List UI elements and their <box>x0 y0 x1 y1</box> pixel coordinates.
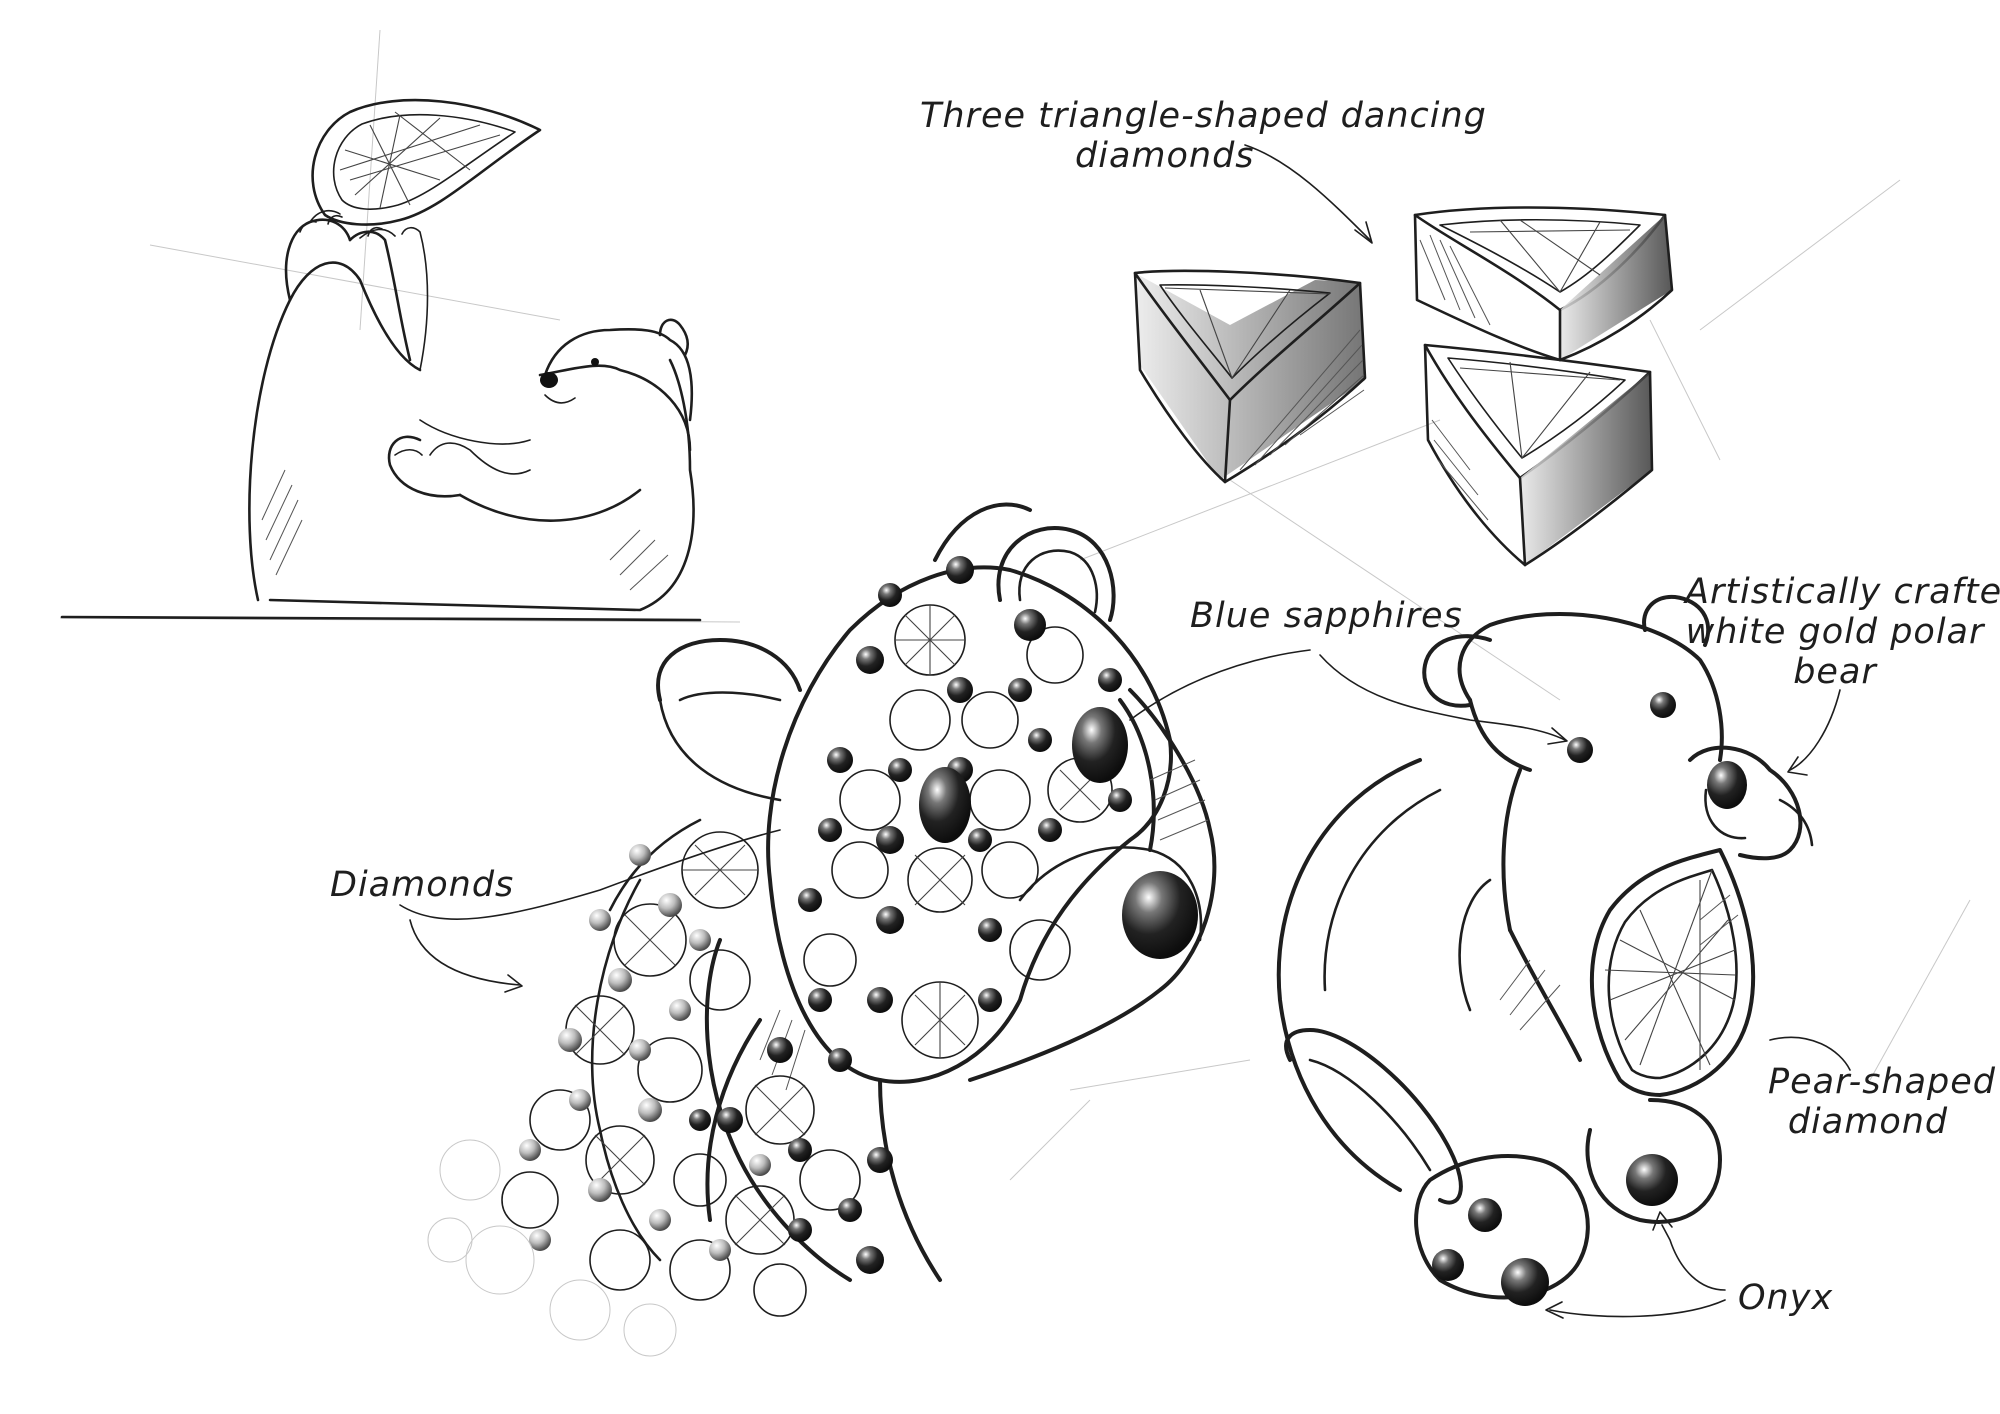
annotation-leaders <box>399 144 1851 1319</box>
pearl-beads <box>519 844 771 1261</box>
onyx-stone <box>1501 1258 1549 1306</box>
label-pear-diamond-line-2: diamond <box>1787 1102 1949 1142</box>
label-onyx: Onyx <box>1738 1278 1834 1318</box>
bear-nose <box>1707 761 1747 809</box>
label-blue-sapphires: Blue sapphires <box>1190 596 1463 636</box>
label-pear-diamond: Pear-shaped diamond <box>1768 1062 1997 1142</box>
large-sapphire <box>919 767 971 843</box>
label-triangle-diamonds-line-2: diamonds <box>1075 136 1255 176</box>
onyx-stone <box>1432 1249 1464 1281</box>
pave-bear-ring-sketch <box>427 502 1217 1357</box>
label-diamonds: Diamonds <box>330 865 515 905</box>
label-polar-bear-line-3: bear <box>1793 652 1877 692</box>
construction-lines <box>59 29 1971 1181</box>
label-polar-bear: Artistically crafted white gold polar be… <box>1685 572 2000 692</box>
triangle-diamond-front <box>1423 343 1654 567</box>
label-pear-diamond-line-1: Pear-shaped <box>1768 1062 1997 1102</box>
onyx-stone <box>1468 1198 1502 1232</box>
onyx-stone <box>1626 1154 1678 1206</box>
triangle-diamond-back <box>1413 206 1674 362</box>
sapphire-beads <box>689 556 1132 1274</box>
label-triangle-diamonds: Three triangle-shaped dancing <box>920 96 1487 136</box>
bear-nose <box>1122 871 1198 959</box>
label-polar-bear-line-1: Artistically crafted <box>1685 572 2000 612</box>
sitting-polar-bear-sketch <box>60 98 702 622</box>
pave-diamonds <box>501 604 1113 1317</box>
polar-bear-ring-sketch <box>1276 594 1814 1306</box>
sapphire-eye <box>1567 737 1593 763</box>
triangle-diamond-left <box>1133 269 1367 484</box>
label-triangle-diamonds-cont: diamonds <box>1075 136 1255 176</box>
label-polar-bear-line-2: white gold polar <box>1685 612 1985 652</box>
label-triangle-diamonds-line-1: Three triangle-shaped dancing <box>920 96 1487 136</box>
large-sapphire <box>1072 707 1128 783</box>
sapphire-eye <box>1650 692 1676 718</box>
